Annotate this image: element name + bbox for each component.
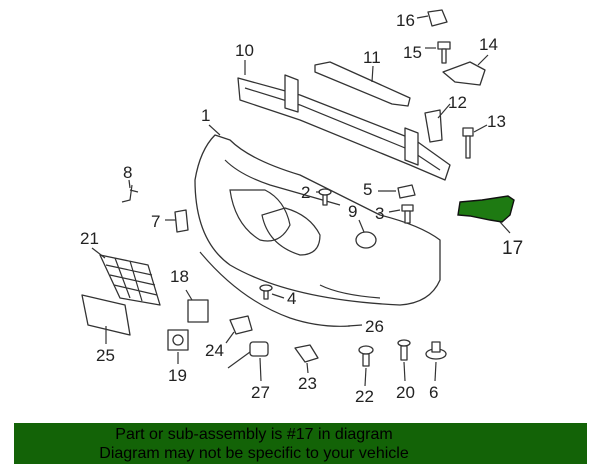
label-26: 26 [365,317,384,336]
part-25-license-plate-bracket[interactable] [81,294,131,336]
label-27: 27 [251,383,270,402]
label-11: 11 [363,48,381,67]
part-24-fog-lamp[interactable] [229,315,253,335]
part-8-bracket[interactable] [121,184,139,203]
leader-lines [91,15,511,387]
label-23: 23 [298,374,317,393]
part-12-bracket[interactable] [424,109,443,143]
part-1-bumper-cover[interactable] [194,134,441,306]
label-21: 21 [80,229,99,248]
part-13-bolt[interactable] [462,127,474,159]
label-25: 25 [96,346,115,365]
part-5-clip[interactable] [397,184,416,199]
part-3-bolt[interactable] [401,204,414,224]
part-4-screw[interactable] [259,284,273,300]
label-19: 19 [168,366,187,385]
part-16-clip[interactable] [427,9,448,27]
part-18-grille[interactable] [187,299,209,323]
label-20: 20 [396,383,415,402]
part-21-grille[interactable] [99,254,161,306]
part-9-cap[interactable] [355,231,377,249]
banner-line-1: Part or sub-assembly is #17 in diagram [115,426,393,443]
label-1: 1 [201,106,210,125]
label-3: 3 [375,204,384,223]
label-18: 18 [170,267,189,286]
part-7-clip[interactable] [174,209,189,233]
label-4: 4 [287,289,296,308]
label-6: 6 [429,383,438,402]
part-26-molding[interactable] [199,251,351,327]
part-23-sensor[interactable] [294,344,319,363]
label-24: 24 [205,341,224,360]
label-15: 15 [403,43,422,62]
label-8: 8 [123,163,132,182]
part-10-bumper-reinforcement[interactable] [237,74,451,181]
part-19-bezel[interactable] [167,329,189,351]
label-22: 22 [355,387,374,406]
label-10: 10 [235,41,254,60]
part-15-bolt[interactable] [437,41,451,64]
label-14: 14 [479,35,498,54]
info-banner: Part or sub-assembly is #17 in diagram D… [14,423,587,464]
label-16: 16 [396,11,415,30]
part-27-sensor[interactable] [227,341,269,369]
label-13: 13 [487,112,506,131]
part-14-bracket[interactable] [442,61,486,86]
label-9: 9 [348,202,357,221]
part-20-rivet[interactable] [397,339,411,361]
label-5: 5 [363,180,372,199]
part-11-strip[interactable] [314,61,411,107]
part-2-screw[interactable] [318,188,332,206]
label-17: 17 [502,238,523,259]
part-number-labels: 1 2 3 4 5 6 7 8 9 10 11 12 13 14 15 16 1… [80,11,523,406]
label-12: 12 [448,93,467,112]
part-22-rivet[interactable] [358,345,374,367]
label-2: 2 [301,183,310,202]
banner-line-2: Diagram may not be specific to your vehi… [99,445,409,462]
part-17-air-duct[interactable] [457,195,515,223]
label-7: 7 [151,212,160,231]
part-6-clip[interactable] [425,341,447,360]
